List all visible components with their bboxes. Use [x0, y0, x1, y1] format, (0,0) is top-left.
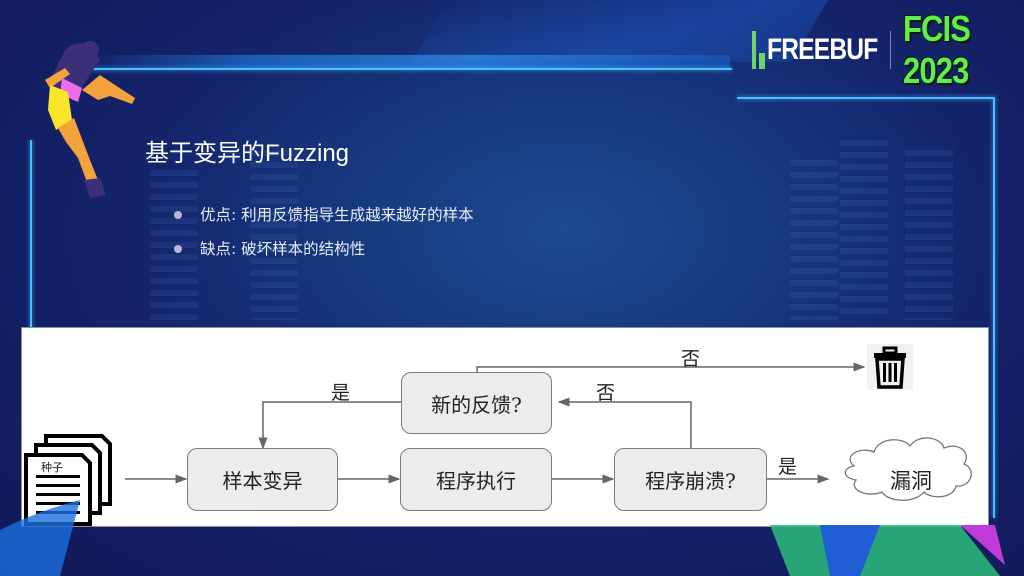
bullet-cons: 缺点: 破坏样本的结构性	[172, 236, 474, 270]
frame-border-right	[993, 98, 995, 518]
node-vulnerability: 漏洞	[890, 469, 932, 493]
frame-border-left	[30, 140, 32, 330]
bullet-pros: 优点: 利用反馈指导生成越来越好的样本	[172, 202, 474, 236]
frame-border-top	[92, 68, 732, 70]
node-sample-mutation: 样本变异	[187, 448, 338, 511]
node-new-feedback: 新的反馈?	[401, 372, 552, 434]
freebuf-logo-mark	[759, 53, 766, 69]
vulnerability-cloud	[844, 437, 972, 501]
background-server-rack	[790, 160, 838, 320]
background-streak	[90, 55, 730, 69]
freebuf-logo-mark	[752, 31, 757, 69]
edge-label-feedback-yes: 是	[331, 382, 351, 404]
event-logo: FREEBUF FCIS 2023	[752, 8, 1024, 91]
node-program-execution: 程序执行	[400, 448, 552, 511]
seed-label: 种子	[41, 461, 63, 474]
trash-icon	[867, 344, 913, 390]
logo-divider	[890, 31, 891, 69]
runner-illustration	[45, 41, 135, 198]
background-server-rack	[250, 150, 298, 320]
frame-border-top-right	[737, 97, 995, 99]
diagram-connectors	[24, 362, 972, 526]
freebuf-logo-text: FREEBUF	[767, 33, 878, 66]
edge-label-crash-no: 否	[596, 382, 616, 404]
fcis-logo-text: FCIS 2023	[902, 8, 971, 91]
bottom-right-decoration	[770, 525, 1005, 576]
bullet-list: 优点: 利用反馈指导生成越来越好的样本 缺点: 破坏样本的结构性	[172, 202, 474, 270]
background-server-rack	[840, 140, 888, 320]
node-program-crash: 程序崩溃?	[614, 448, 767, 511]
bottom-left-decoration	[0, 500, 80, 576]
edge-label-feedback-no: 否	[681, 348, 701, 370]
background-server-rack	[905, 150, 953, 320]
fuzzing-flow-diagram: 种子 样本变异 程序执行 程序崩溃? 新的反馈? 漏洞 是 否 否 是	[21, 327, 989, 527]
edge-label-crash-yes: 是	[778, 456, 798, 478]
document-stack-icon	[24, 434, 112, 526]
slide-title: 基于变异的Fuzzing	[145, 140, 350, 167]
